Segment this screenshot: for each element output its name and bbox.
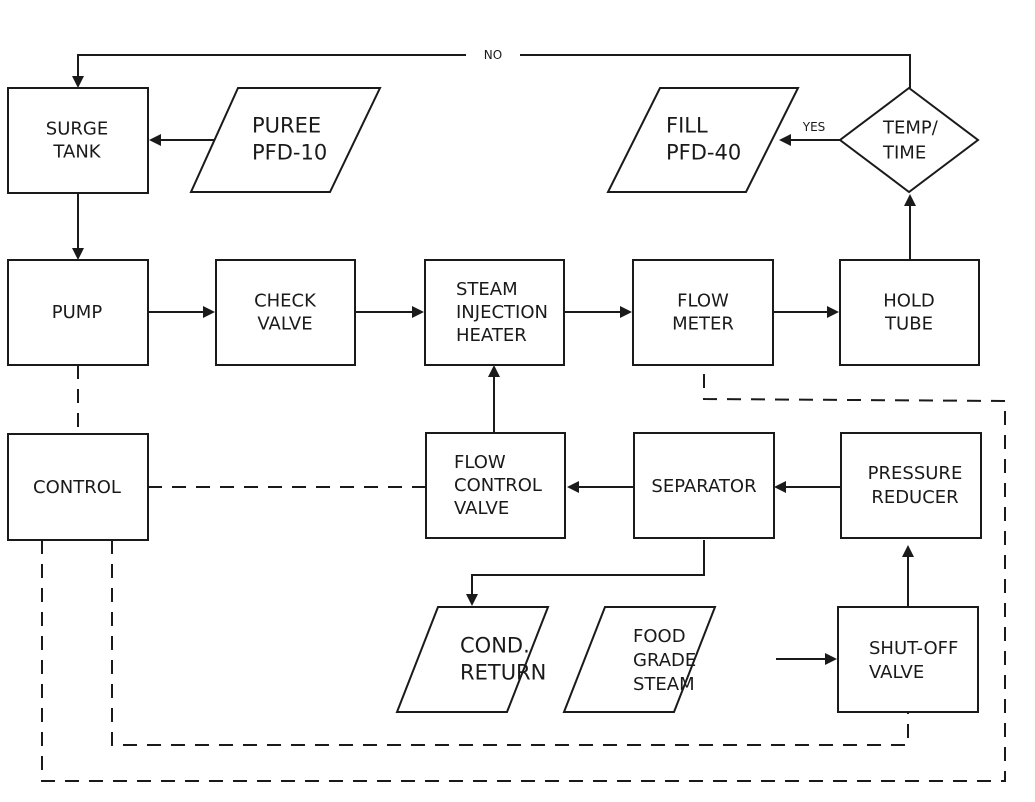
edge-pressure-reducer-to-separator — [774, 481, 840, 493]
node-label: TEMP/TIME — [882, 118, 939, 164]
node-label-line: TEMP/ — [882, 118, 939, 139]
arrowhead-icon — [72, 76, 84, 88]
node-label-line: REDUCER — [871, 487, 958, 508]
node-pressure-reducer: PRESSURE REDUCER — [840, 432, 982, 539]
edge-flow-control-valve-to-steam-heater — [488, 365, 500, 433]
edge-check-valve-to-steam-heater — [355, 306, 424, 318]
node-label-line: VALVE — [257, 314, 312, 335]
node-label-line: TIME — [882, 143, 926, 164]
node-label-line: TANK — [52, 142, 101, 163]
node-label-line: TUBE — [884, 314, 933, 335]
node-label-line: FILL — [666, 114, 708, 138]
edge-puree-to-surge-tank — [149, 134, 216, 146]
node-label-line: FOOD — [633, 626, 686, 647]
node-pump: PUMP — [7, 259, 149, 366]
node-cond-return-output: COND. RETURN — [395, 606, 550, 713]
edge-pump-to-check-valve — [148, 306, 215, 318]
arrowhead-icon — [620, 306, 632, 318]
node-label: FILL PFD-40 — [666, 114, 741, 165]
arrowhead-icon — [203, 306, 215, 318]
node-label-line: SEPARATOR — [651, 476, 756, 497]
node-label-line: STEAM — [633, 674, 695, 695]
edge-shutoff-valve-to-pressure-reducer — [902, 545, 914, 606]
arrowhead-icon — [827, 306, 839, 318]
edge-yes-to-fill: YES — [779, 120, 840, 146]
edge-separator-to-flow-control-valve — [567, 481, 634, 493]
node-label-line: GRADE — [633, 650, 696, 671]
node-label-line: VALVE — [869, 662, 924, 683]
node-label: CONTROL — [33, 477, 121, 498]
arrowhead-icon — [149, 134, 161, 146]
node-label-line: HEATER — [456, 325, 527, 346]
node-label-line: PRESSURE — [868, 463, 963, 484]
node-label: COND. RETURN — [460, 634, 546, 685]
arrowhead-icon — [488, 365, 500, 377]
edge-flow-meter-to-hold-tube — [773, 306, 839, 318]
node-label: FOOD GRADE STEAM — [633, 626, 696, 695]
edge-label-yes: YES — [802, 120, 826, 134]
edge-label-no: NO — [484, 48, 502, 62]
arrowhead-icon — [466, 594, 478, 606]
node-label: PUMP — [52, 302, 103, 323]
node-label-line: CONTROL — [33, 477, 121, 498]
node-temp-time-decision: TEMP/TIME — [838, 86, 980, 194]
node-label-line: RETURN — [460, 661, 546, 685]
node-label-line: FLOW — [677, 291, 729, 312]
edge-separator-to-cond-return — [466, 540, 705, 606]
node-label-line: FLOW — [454, 452, 506, 473]
arrowhead-icon — [72, 248, 84, 260]
node-label: PRESSURE REDUCER — [868, 463, 963, 508]
node-label-line: PFD-40 — [666, 141, 741, 165]
node-label-line: INJECTION — [456, 302, 548, 323]
node-fill-output: FILL PFD-40 — [606, 87, 800, 193]
node-label-line: METER — [672, 314, 734, 335]
arrowhead-icon — [779, 134, 791, 146]
edge-steam-to-shutoff-valve — [776, 653, 837, 665]
node-label: PUREE PFD-10 — [252, 114, 327, 165]
node-label-line: PFD-10 — [252, 141, 327, 165]
arrowhead-icon — [825, 653, 837, 665]
arrowhead-icon — [904, 194, 916, 206]
node-label-line: PUMP — [52, 302, 103, 323]
edge-steam-heater-to-flow-meter — [564, 306, 632, 318]
node-label-line: VALVE — [454, 498, 509, 519]
signal-control-to-flow-meter — [41, 365, 1006, 782]
node-label-line: SHUT-OFF — [869, 638, 958, 659]
node-label-line: PUREE — [252, 114, 321, 138]
node-control: CONTROL — [7, 433, 149, 541]
node-label-line: COND. — [460, 634, 530, 658]
node-label-line: HOLD — [883, 291, 935, 312]
arrowhead-icon — [774, 481, 786, 493]
node-label-line: SURGE — [46, 119, 108, 140]
node-label: SHUT-OFF VALVE — [869, 638, 958, 683]
node-label-line: CONTROL — [454, 475, 542, 496]
edge-hold-tube-to-decision — [904, 194, 916, 260]
arrowhead-icon — [567, 481, 579, 493]
node-label-line: STEAM — [456, 279, 518, 300]
edge-no-loop: NO — [72, 48, 911, 88]
node-separator: SEPARATOR — [633, 432, 775, 539]
edge-surge-tank-to-pump — [72, 193, 84, 260]
node-label: SEPARATOR — [651, 476, 756, 497]
signal-control-to-shutoff-valve — [111, 540, 909, 746]
arrowhead-icon — [412, 306, 424, 318]
node-puree-input: PUREE PFD-10 — [189, 87, 382, 193]
node-label-line: CHECK — [254, 291, 317, 312]
arrowhead-icon — [902, 545, 914, 557]
node-shutoff-valve: SHUT-OFF VALVE — [837, 606, 979, 713]
node-food-grade-steam-input: FOOD GRADE STEAM — [562, 606, 717, 713]
